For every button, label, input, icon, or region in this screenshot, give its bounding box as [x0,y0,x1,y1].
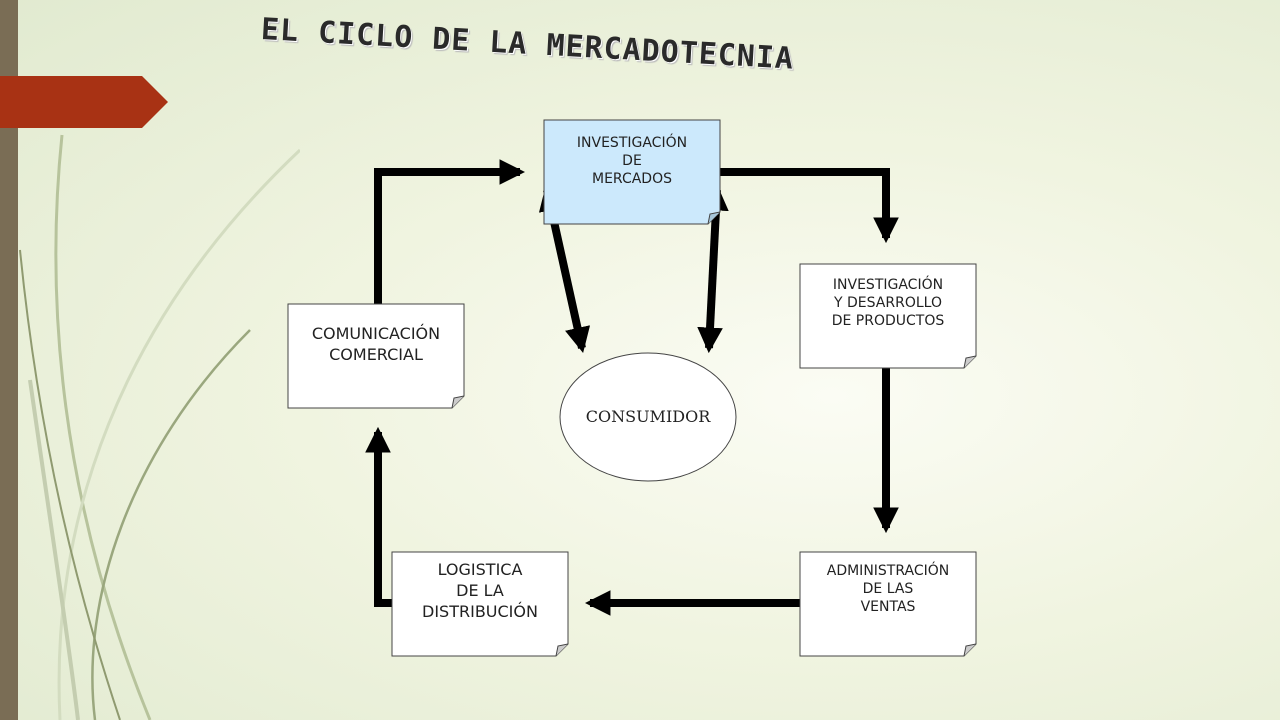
label-consumidor: CONSUMIDOR [560,352,736,482]
node-administracion-ventas [799,551,977,657]
decorative-grass-lines [19,134,300,720]
label-administracion-ventas: ADMINISTRACIÓN DE LAS VENTAS [800,552,976,656]
edge-comunicacion-to-investigacion [374,159,526,304]
label-line: INVESTIGACIÓN [576,135,688,151]
label-line: CONSUMIDOR [585,406,711,426]
label-line: DE LA [456,580,504,600]
accent-tab [0,76,168,128]
label-line: ADMINISTRACIÓN [826,563,950,579]
label-investigacion-mercados: INVESTIGACIÓN DE MERCADOS [544,120,720,224]
label-line: DISTRIBUCIÓN [422,601,538,621]
label-line: DE LAS [862,581,914,598]
node-investigacion-mercados [543,119,721,225]
label-line: MERCADOS [592,171,672,188]
label-logistica-distribucion: LOGISTICA DE LA DISTRIBUCIÓN [392,552,568,656]
label-line: INVESTIGACIÓN [832,277,944,293]
label-line: VENTAS [860,599,916,616]
left-accent-bar [0,0,18,720]
node-comunicacion-comercial [287,303,465,409]
label-line: COMERCIAL [329,344,423,364]
node-investigacion-desarrollo [799,263,977,369]
label-line: DE [622,153,642,170]
edge-investigacion-to-desarrollo [718,168,899,244]
label-line: COMUNICACIÓN [311,324,441,343]
label-comunicacion-comercial: COMUNICACIÓN COMERCIAL [288,304,464,408]
label-investigacion-desarrollo: INVESTIGACIÓN Y DESARROLLO DE PRODUCTOS [800,264,976,368]
node-consumidor [559,352,737,482]
label-line: DE PRODUCTOS [831,313,945,330]
label-line: Y DESARROLLO [834,295,942,312]
edge-logistica-to-comunicacion [365,426,392,607]
label-line: LOGISTICA [437,560,523,579]
node-logistica-distribucion [391,551,569,657]
